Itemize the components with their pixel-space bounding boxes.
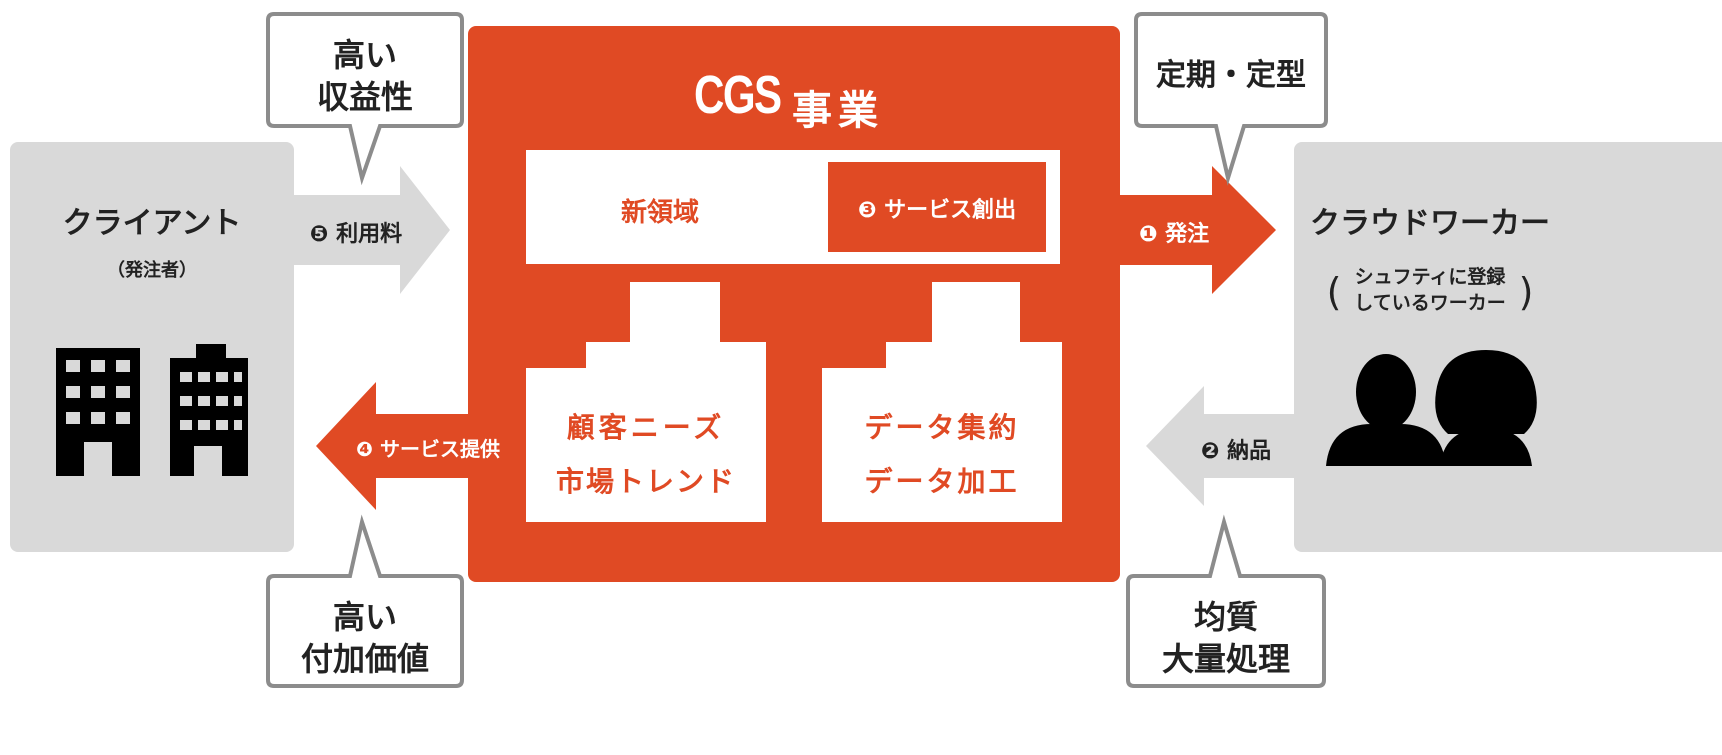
worker-title: クラウドワーカー	[1310, 206, 1550, 241]
callout-top-left-line1: 高い	[332, 36, 397, 74]
callout-bottom-left	[266, 514, 464, 688]
new-domain-label: 新領域	[620, 198, 699, 228]
callout-top-right-text: 定期・定型	[1156, 58, 1306, 93]
order-arrow	[1118, 166, 1276, 294]
needs-up-arrow	[526, 282, 766, 522]
client-title: クライアント	[62, 206, 242, 241]
person-icon	[1326, 350, 1537, 466]
service-creation-label: ❸ サービス創出	[857, 198, 1017, 223]
worker-subtitle-line2: しているワーカー	[1354, 292, 1506, 314]
customer-needs-label: 顧客ニーズ	[566, 411, 726, 444]
cgs-logo: CGS	[694, 65, 782, 125]
market-trend-label: 市場トレンド	[555, 465, 736, 498]
service-label: ❹ サービス提供	[356, 437, 500, 461]
worker-paren-open: (	[1326, 270, 1342, 314]
delivery-label: ❷ 納品	[1200, 439, 1272, 464]
callout-bottom-right	[1126, 514, 1326, 688]
data-processing-label: データ加工	[864, 465, 1020, 498]
callout-top-left	[266, 12, 464, 186]
worker-subtitle-line1: シュフティに登録	[1354, 266, 1506, 288]
client-panel	[10, 142, 294, 552]
callout-top-right	[1134, 12, 1328, 186]
delivery-arrow	[1146, 386, 1294, 506]
fee-arrow	[294, 166, 450, 294]
callout-bottom-right-line1: 均質	[1193, 598, 1258, 636]
callout-bottom-left-line1: 高い	[332, 598, 397, 636]
data-up-arrow	[822, 282, 1062, 522]
service-creation-box	[828, 162, 1046, 252]
callout-bottom-left-line2: 付加価値	[300, 640, 429, 678]
data-aggregation-label: データ集約	[864, 411, 1020, 444]
cgs-title-suffix: 事業	[792, 88, 884, 134]
order-label: ❶ 発注	[1138, 222, 1210, 247]
worker-panel	[1294, 142, 1722, 552]
service-arrow	[316, 382, 470, 510]
worker-paren-close: )	[1518, 270, 1534, 314]
fee-label: ❺ 利用料	[309, 222, 403, 247]
callout-top-left-line2: 収益性	[316, 78, 413, 116]
client-subtitle: （発注者）	[107, 260, 197, 281]
callout-bottom-right-line2: 大量処理	[1161, 640, 1290, 678]
